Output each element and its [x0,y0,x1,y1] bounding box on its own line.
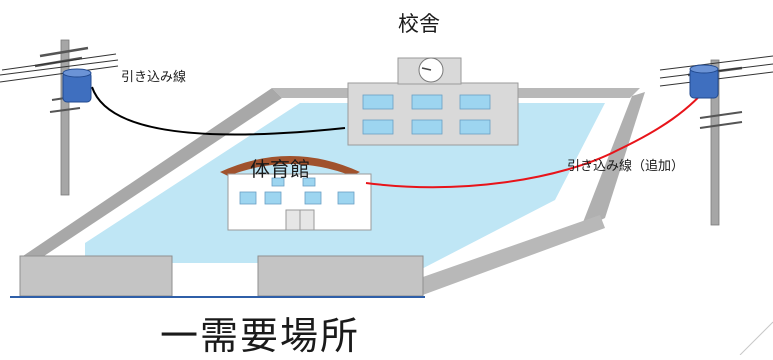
right-wall [580,92,645,230]
left-transformer-icon [62,68,92,103]
front-left-wall [19,255,173,297]
front-right-wall [420,215,605,296]
school-windows [362,94,491,135]
existing-service-line [91,86,346,136]
added-service-line-label: 引き込み線（追加） [567,159,685,174]
left-wall [20,88,282,262]
clock-hand-icon [421,67,432,71]
corner-slash [739,321,773,355]
school-building-label: 校舎 [398,12,440,36]
added-service-line [365,81,713,189]
left-utility-pole [0,39,119,196]
school-building [347,82,519,146]
diagram-title: 一需要場所 [159,314,360,358]
gym-windows [239,177,355,205]
gym-roof [220,156,360,176]
gymnasium-label: 体育館 [250,157,310,181]
front-mid-wall [257,255,424,297]
right-transformer-icon [689,64,719,99]
service-line-label: 引き込み線 [121,70,187,85]
